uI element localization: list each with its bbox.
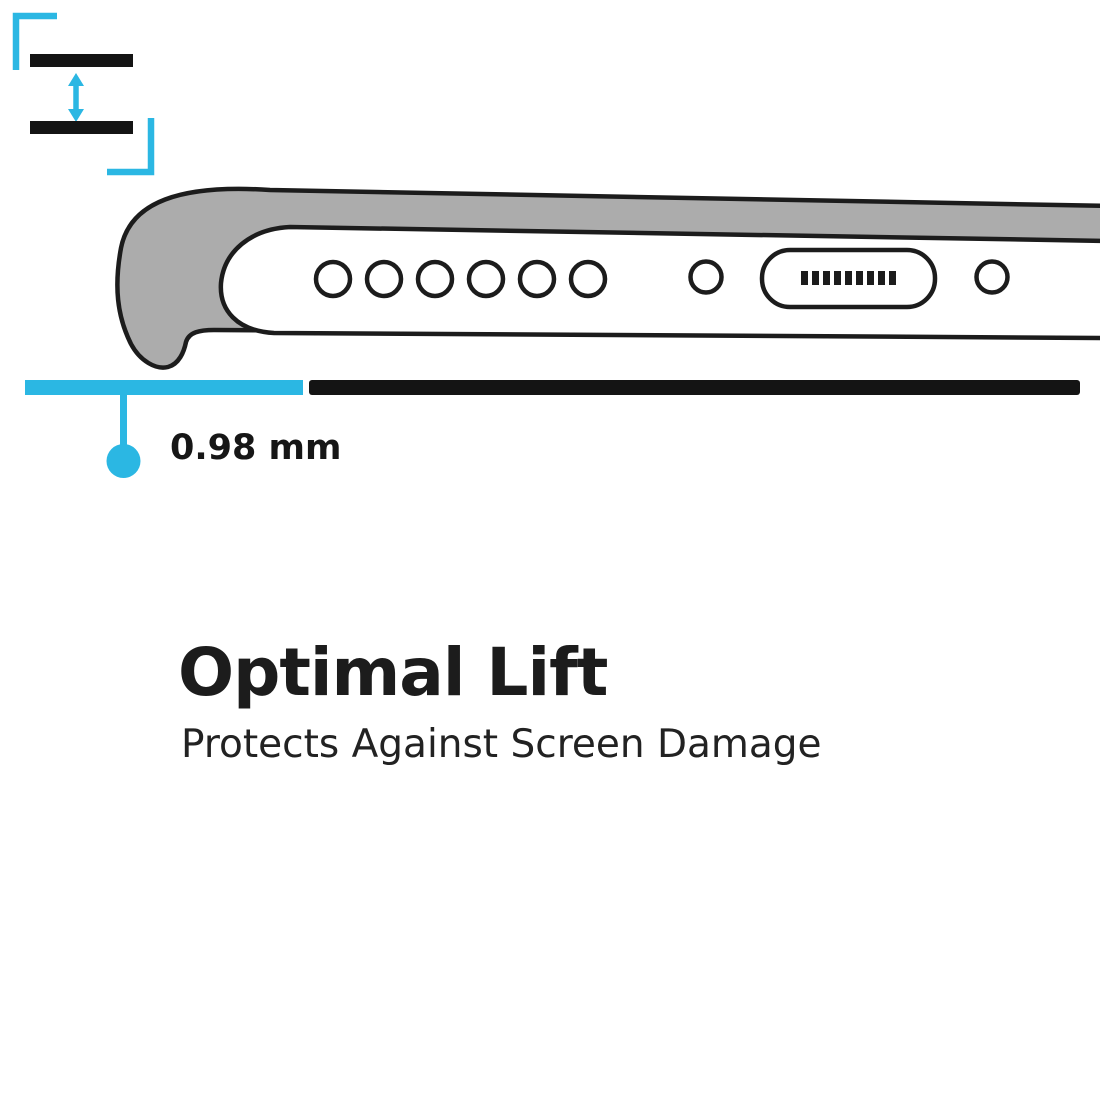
measurement-label: 0.98 mm [170,428,341,468]
bottom-plate [30,121,133,134]
phone-case-illustration: 0.98 mm [25,186,1100,478]
vertical-arrow-icon [68,73,84,122]
lift-gap-icon [12,12,155,176]
bracket-bottom-right [107,118,155,176]
bracket-top-left [12,12,57,70]
measurement-pointer-icon [106,393,141,478]
charging-port-icon [759,247,938,310]
feature-title: Optimal Lift [178,634,608,711]
screw-hole-icon-left [688,259,724,295]
top-plate [30,54,133,67]
phone-bottom-face [218,224,1100,341]
feature-subtitle: Protects Against Screen Damage [181,722,822,767]
lift-bar-cyan [25,380,303,395]
speaker-holes-icon [313,259,608,299]
lift-bar-black [309,380,1080,395]
screw-hole-icon-right [974,259,1010,295]
